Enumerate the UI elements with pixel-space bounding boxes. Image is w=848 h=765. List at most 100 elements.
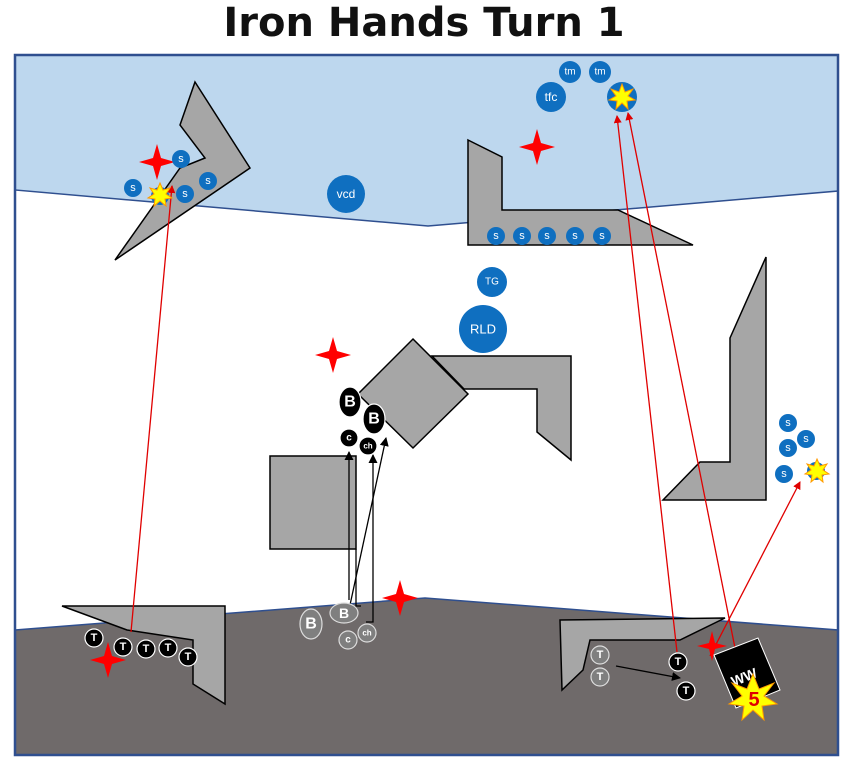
shot-line xyxy=(613,115,678,653)
shot-line xyxy=(625,112,736,649)
svg-text:TG: TG xyxy=(485,277,499,288)
svg-text:B: B xyxy=(368,411,380,428)
svg-text:T: T xyxy=(597,671,604,683)
ruin-center-right xyxy=(430,355,572,462)
blast-icon xyxy=(727,672,779,722)
svg-text:s: s xyxy=(785,417,791,429)
enemy-units: tm tm tfc vcd TG RLD xyxy=(327,61,637,353)
enemy-unit-rld: RLD xyxy=(459,305,507,353)
page-title: Iron Hands Turn 1 xyxy=(223,0,625,46)
svg-text:ch: ch xyxy=(363,442,372,451)
enemy-scout: s xyxy=(797,430,815,448)
whirlwind-vehicle: WW 5 xyxy=(713,637,781,722)
svg-text:c: c xyxy=(345,635,351,646)
objective-marker xyxy=(382,580,418,616)
shot-line xyxy=(130,185,176,633)
enemy-scout: s xyxy=(775,465,793,483)
enemy-scout: s xyxy=(538,227,556,245)
objective-marker xyxy=(519,129,555,165)
player-bikes: B B c ch B B c ch xyxy=(299,386,386,650)
svg-text:s: s xyxy=(178,153,184,165)
tank-unit: T xyxy=(84,628,104,648)
svg-text:T: T xyxy=(143,643,150,655)
blast-icon xyxy=(803,457,831,484)
svg-text:s: s xyxy=(205,175,211,187)
captain-unit-ghost: c xyxy=(338,630,358,650)
enemy-scout: s xyxy=(124,179,142,197)
tank-unit: T xyxy=(113,637,133,657)
ruin-right xyxy=(661,256,767,501)
svg-text:vcd: vcd xyxy=(337,187,356,201)
player-tanks: T T T T T T T T T xyxy=(84,628,696,701)
ruin-bottom-right xyxy=(559,617,726,692)
blast-icon xyxy=(146,181,174,208)
bike-unit: B xyxy=(362,403,386,435)
objective-marker xyxy=(90,642,126,678)
enemy-scout: s xyxy=(513,227,531,245)
svg-text:tfc: tfc xyxy=(545,90,558,104)
enemy-unit-tm: tm xyxy=(559,61,581,83)
svg-text:s: s xyxy=(493,230,499,242)
svg-text:B: B xyxy=(339,605,349,621)
board-border xyxy=(13,53,840,757)
tank-unit-ghost: T xyxy=(590,667,610,687)
enemy-unit-tg: TG xyxy=(477,267,507,297)
objective-marker xyxy=(139,144,175,180)
svg-text:s: s xyxy=(785,442,791,454)
svg-text:c: c xyxy=(346,433,352,444)
svg-text:T: T xyxy=(675,656,682,668)
ww-damage-value: 5 xyxy=(748,689,759,711)
bike-unit-ghost: B xyxy=(329,602,359,624)
move-line xyxy=(366,454,378,623)
tank-unit-ghost: T xyxy=(590,645,610,665)
tank-unit: T xyxy=(668,652,688,672)
svg-text:T: T xyxy=(165,642,172,654)
enemy-scout: s xyxy=(593,227,611,245)
shot-line xyxy=(709,481,801,657)
svg-text:s: s xyxy=(130,182,136,194)
bike-unit: B xyxy=(338,386,362,418)
objective-marker xyxy=(697,631,727,661)
chaplain-unit: ch xyxy=(358,436,378,456)
svg-text:s: s xyxy=(519,230,525,242)
enemy-unit-tm: tm xyxy=(589,61,611,83)
enemy-scout: s xyxy=(172,150,190,168)
move-line xyxy=(355,549,361,607)
svg-text:s: s xyxy=(544,230,550,242)
ruin-top-left xyxy=(114,80,252,261)
svg-text:s: s xyxy=(182,188,188,200)
svg-text:s: s xyxy=(599,230,605,242)
svg-text:B: B xyxy=(344,394,356,411)
svg-text:RLD: RLD xyxy=(470,322,496,337)
captain-unit: c xyxy=(339,428,359,448)
bike-unit-ghost: B xyxy=(299,608,323,640)
tank-unit: T xyxy=(158,638,178,658)
enemy-deployment-zone xyxy=(14,54,839,227)
enemy-scout: s xyxy=(199,172,217,190)
enemy-scout: s xyxy=(487,227,505,245)
enemy-scout: s xyxy=(779,414,797,432)
enemy-scout: s xyxy=(566,227,584,245)
svg-text:T: T xyxy=(185,651,192,663)
blast-icon xyxy=(607,82,637,111)
move-line xyxy=(615,665,681,681)
svg-text:T: T xyxy=(120,641,127,653)
enemy-scout: s xyxy=(779,439,797,457)
tank-unit: T xyxy=(676,681,696,701)
enemy-unit-vcd: vcd xyxy=(327,175,365,213)
svg-text:T: T xyxy=(91,632,98,644)
svg-text:T: T xyxy=(683,685,690,697)
svg-text:ch: ch xyxy=(362,629,371,638)
tank-unit: T xyxy=(178,647,198,667)
ruin-bottom-left xyxy=(61,605,226,706)
svg-text:s: s xyxy=(803,433,809,445)
svg-text:tm: tm xyxy=(564,67,575,78)
svg-text:B: B xyxy=(305,616,317,633)
chaplain-unit-ghost: ch xyxy=(357,623,377,643)
svg-text:T: T xyxy=(597,649,604,661)
svg-text:tm: tm xyxy=(594,67,605,78)
ruin-top-center xyxy=(467,138,694,246)
ruin-center-left-block xyxy=(269,455,357,550)
svg-text:s: s xyxy=(781,468,787,480)
svg-text:s: s xyxy=(572,230,578,242)
